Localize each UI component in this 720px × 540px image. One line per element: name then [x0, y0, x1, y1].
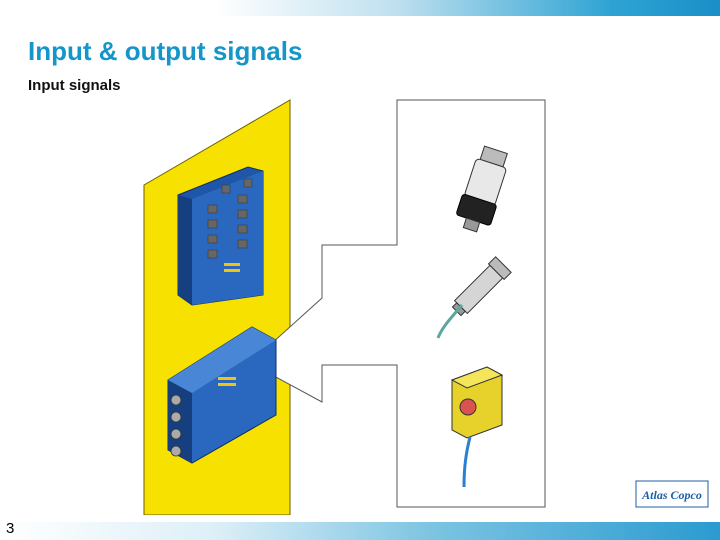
footer-gradient-bar	[0, 522, 720, 540]
slide-title: Input & output signals	[28, 36, 303, 66]
proximity-sensor-icon	[436, 256, 512, 339]
header-gradient-bar	[0, 0, 720, 16]
svg-text:Atlas Copco: Atlas Copco	[641, 488, 702, 502]
io-diagram	[143, 99, 546, 515]
yellow-panel	[143, 99, 291, 515]
pressure-sensor-icon	[456, 145, 508, 233]
io-module-upper-icon	[177, 166, 264, 306]
slide-subtitle: Input signals	[28, 77, 121, 94]
atlas-copco-logo: Atlas Copco	[634, 475, 710, 513]
push-button-box-icon	[450, 366, 504, 488]
page-number: 3	[6, 520, 15, 537]
io-module-lower-icon	[167, 326, 277, 464]
